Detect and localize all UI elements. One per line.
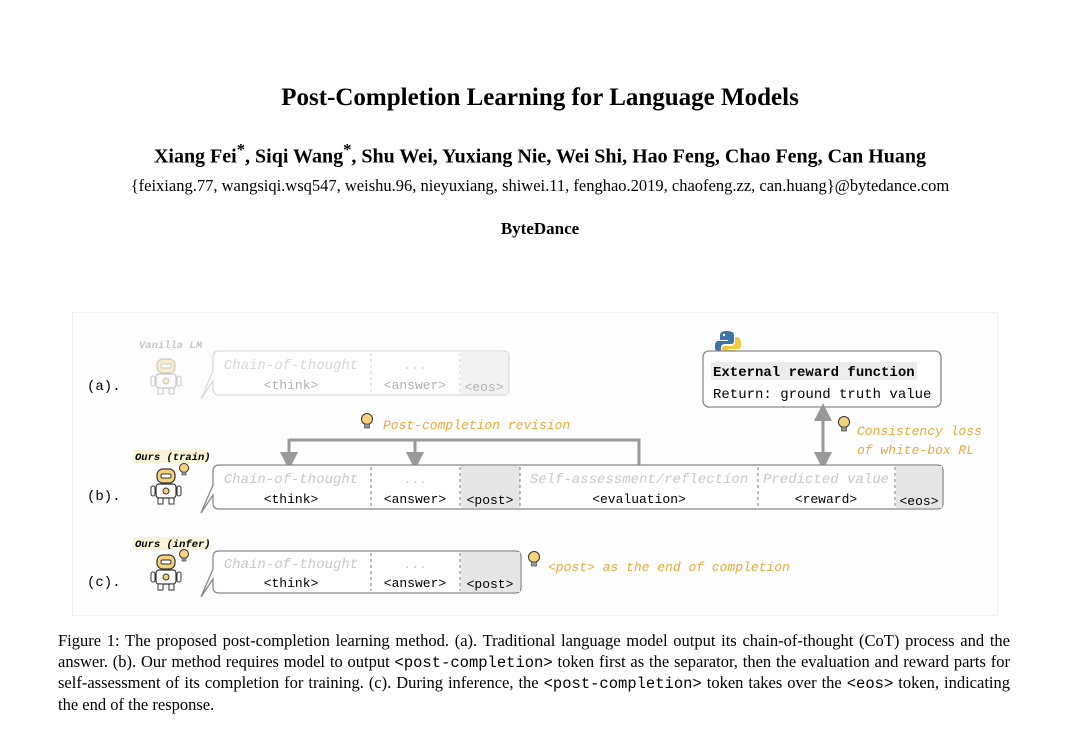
author: Chao Feng <box>724 145 818 168</box>
robot-icon <box>150 468 182 505</box>
segment-think-token: <think> <box>264 576 319 591</box>
paper-title: Post-Completion Learning for Language Mo… <box>281 84 799 111</box>
sequence-box-a: Chain-of-thought <think> ... <answer> <e… <box>200 350 510 400</box>
segment-think-token: <think> <box>264 492 319 507</box>
segment-post-token: <post> <box>467 493 514 508</box>
figure-caption: Figure 1: The proposed post-completion l… <box>58 631 1010 715</box>
segment-post-token: <post> <box>467 577 514 592</box>
row-label-b: (b). <box>87 489 121 505</box>
author: Xiang Fei <box>153 145 237 168</box>
segment-ellipsis: ... <box>403 557 426 572</box>
lightbulb-icon <box>179 463 189 476</box>
figure-diagram: (a). (b). (c). Vanilla LM Ours (train) O… <box>72 312 998 616</box>
lightbulb-icon <box>179 549 189 562</box>
caption-label: Figure 1: <box>58 631 120 650</box>
robot-icon <box>150 358 182 395</box>
equal-contribution-mark: * <box>343 140 352 159</box>
segment-evaluation-token: <evaluation> <box>592 492 686 507</box>
segment-cot-label: Chain-of-thought <box>224 358 358 374</box>
caption-text: token first as the separator, then the e… <box>58 651 1010 693</box>
caption-text: The proposed post-completion learning me… <box>58 631 1010 671</box>
reward-box-return: Return: ground truth value <box>713 387 931 403</box>
eos-token: <eos> <box>846 675 894 693</box>
model-label-vanilla: Vanilla LM <box>139 340 203 352</box>
segment-cot-label: Chain-of-thought <box>224 557 358 573</box>
caption-text: token, indicating the end of the respons… <box>58 673 1010 714</box>
consistency-loss-label-2: of white-box RL <box>857 443 974 458</box>
robot-icon <box>150 554 182 591</box>
model-label-train: Ours (train) <box>135 452 211 464</box>
segment-ellipsis: ... <box>403 472 426 487</box>
sequence-box-c: Chain-of-thought <think> ... <answer> <p… <box>200 550 522 598</box>
segment-answer-token: <answer> <box>384 492 447 507</box>
reward-box-title: External reward function <box>713 365 915 381</box>
segment-think-token: <think> <box>264 378 319 393</box>
infer-note: <post> as the end of completion <box>548 560 790 575</box>
author: Shu Wei <box>361 145 433 168</box>
segment-self-assessment-label: Self-assessment/reflection <box>530 472 748 488</box>
segment-answer-token: <answer> <box>384 378 447 393</box>
revision-label: Post-completion revision <box>383 418 570 433</box>
lightbulb-icon <box>528 551 540 567</box>
segment-eos-token: <eos> <box>899 494 938 509</box>
row-label-c: (c). <box>87 575 121 591</box>
lightbulb-icon <box>838 416 850 432</box>
consistency-loss-label: Consistency loss <box>857 424 982 439</box>
segment-predicted-label: Predicted value <box>763 472 889 488</box>
row-label-a: (a). <box>87 379 121 395</box>
segment-eos-token: <eos> <box>464 380 503 395</box>
segment-reward-token: <reward> <box>795 492 858 507</box>
post-completion-token: <post-completion> <box>394 653 553 672</box>
affiliation: ByteDance <box>500 219 580 238</box>
lightbulb-icon <box>361 413 373 429</box>
revision-bracket <box>289 438 641 465</box>
segment-answer-token: <answer> <box>384 576 447 591</box>
segment-cot-label: Chain-of-thought <box>224 472 358 488</box>
reward-function-box: External reward function Return: ground … <box>702 350 942 408</box>
author-emails: {feixiang.77, wangsiqi.wsq547, weishu.96… <box>130 176 950 195</box>
sequence-box-b: Chain-of-thought <think> ... <answer> <p… <box>200 464 944 514</box>
caption-text: token takes over the <box>701 673 847 692</box>
author: Wei Shi <box>555 145 623 168</box>
post-completion-token: <post-completion> <box>543 675 702 693</box>
author-list: Xiang Fei*, Siqi Wang*, Shu Wei, Yuxiang… <box>153 140 927 168</box>
author: Siqi Wang <box>255 145 344 168</box>
equal-contribution-mark: * <box>236 140 246 159</box>
author: Hao Feng <box>632 145 715 168</box>
author: Yuxiang Nie <box>442 145 547 168</box>
author: Can Huang <box>827 145 927 168</box>
model-label-infer: Ours (infer) <box>135 539 211 551</box>
segment-ellipsis: ... <box>403 358 426 373</box>
